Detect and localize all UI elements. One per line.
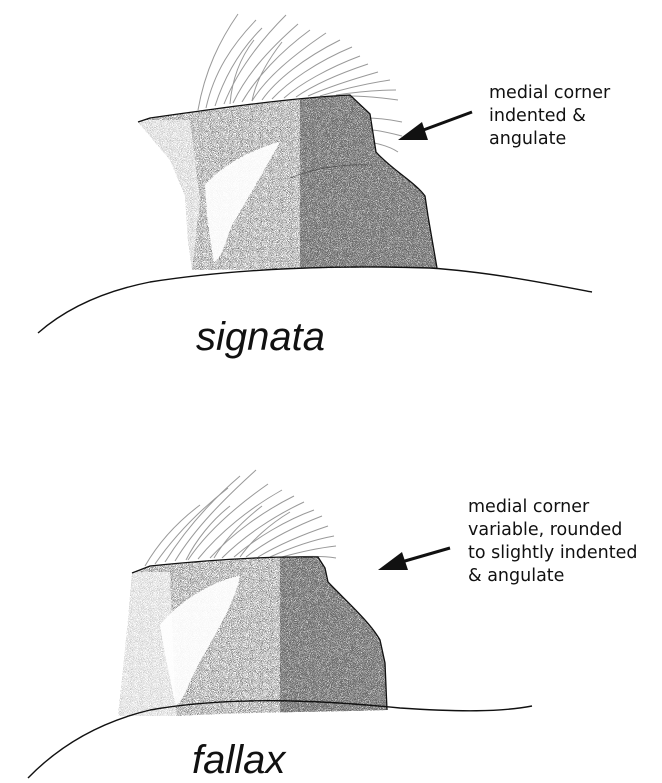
setae-bottom <box>145 470 336 566</box>
arrow-top <box>398 112 472 140</box>
species-label-fallax: fallax <box>192 738 285 782</box>
species-label-signata: signata <box>196 315 325 359</box>
specimen-fallax <box>28 470 532 778</box>
annotation-signata: medial corner indented & angulate <box>489 82 610 151</box>
arrow-bottom <box>378 548 450 570</box>
annotation-fallax: medial corner variable, rounded to sligh… <box>468 496 637 588</box>
specimen-signata <box>38 14 592 333</box>
